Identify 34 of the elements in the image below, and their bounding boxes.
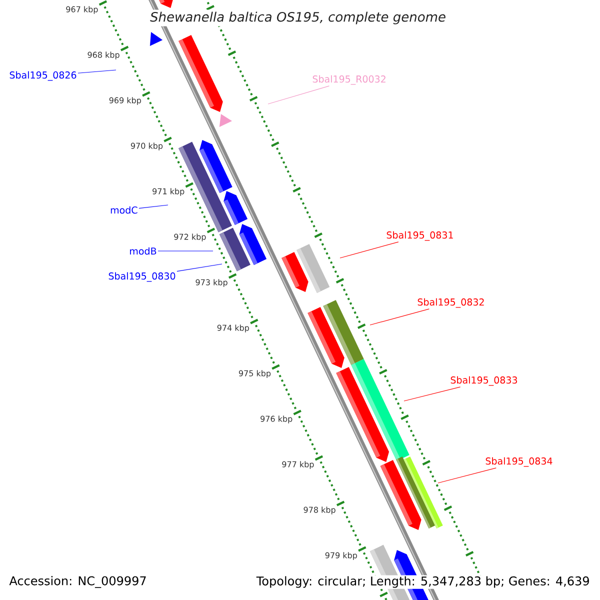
scale-label: 978 kbp — [304, 506, 336, 514]
gene-label: modC — [110, 206, 138, 214]
scale-label: 972 kbp — [174, 234, 206, 242]
scale-label: 974 kbp — [217, 324, 249, 332]
gene-label: Sbal195_R0032 — [312, 75, 386, 85]
leader-line — [438, 468, 496, 484]
gene-label: Sbal195_0831 — [386, 231, 453, 241]
scale-label: 969 kbp — [109, 97, 141, 105]
gene-label: Sbal195_0830 — [108, 272, 176, 282]
scale-label: 979 kbp — [325, 552, 357, 560]
scale-label: 971 kbp — [152, 188, 184, 196]
leader-line — [404, 386, 461, 402]
leader-line — [138, 204, 168, 209]
gene-label: Sbal195_0834 — [486, 457, 552, 467]
scale-label: 967 kbp — [66, 6, 98, 14]
gene-label: modB — [130, 247, 156, 255]
summary-label: Topology: circular; Length: 5,347,283 bp; Genes: 4,639 — [255, 575, 591, 589]
title: Shewanella baltica OS195, complete genome — [148, 10, 448, 26]
leader-line — [340, 242, 399, 258]
leader-line — [268, 86, 330, 104]
leader-line — [370, 308, 430, 326]
gene-label: Sbal195_0832 — [418, 298, 484, 308]
scale-label: 975 kbp — [238, 370, 271, 378]
gene-label: Sbal195_0833 — [450, 376, 518, 386]
scale-label: 973 kbp — [196, 279, 228, 287]
gene-label: Sbal195_0826 — [10, 71, 76, 81]
leader-line — [158, 250, 214, 252]
scale-label: 970 kbp — [130, 142, 163, 150]
leader-line — [78, 70, 116, 74]
scale-label: 968 kbp — [88, 52, 120, 60]
accession-label: Accession: NC_009997 — [8, 575, 148, 589]
scale-label: 976 kbp — [260, 416, 292, 424]
leader-line — [176, 264, 222, 272]
scale-label: 977 kbp — [282, 461, 314, 469]
